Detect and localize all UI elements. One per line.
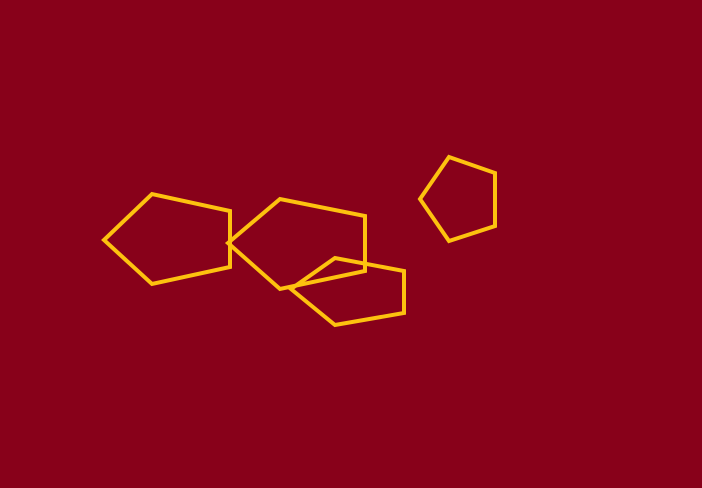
pentagon-right xyxy=(417,154,497,244)
pentagon-center xyxy=(224,196,367,292)
pentagon-lower-center xyxy=(287,255,406,328)
